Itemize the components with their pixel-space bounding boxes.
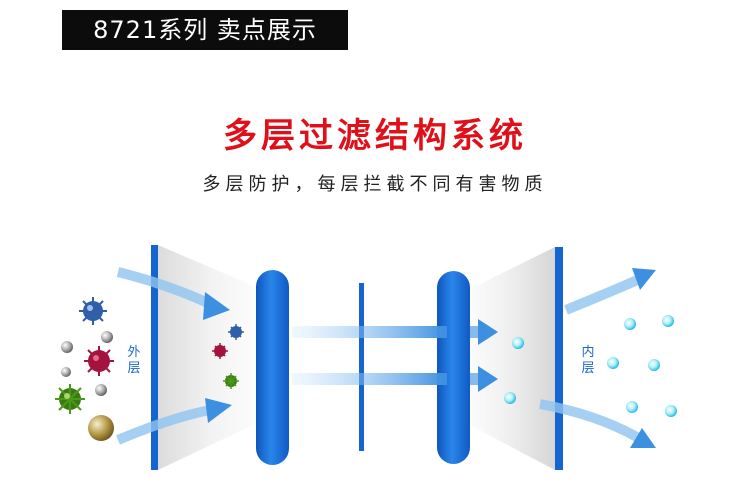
pollutant-particle-icon: [61, 341, 73, 353]
inner-filter-layer: [555, 247, 563, 470]
inner-layer-label-char2: 层: [581, 361, 595, 376]
header-title: 8721系列 卖点展示: [93, 16, 317, 44]
clean-particle-icon: [504, 315, 677, 417]
inner-filter-layer-shade: [460, 247, 555, 470]
virus-icon: [84, 346, 114, 376]
outer-layer-label-char1: 外: [127, 345, 141, 360]
pollutant-particle-icon: [95, 384, 107, 396]
filter-core-right: [437, 271, 470, 464]
airflow-arrow-icon: [292, 319, 498, 392]
airflow-arrow-icon: [116, 267, 232, 445]
virus-icon: [228, 324, 244, 340]
outer-filter-layer: [151, 245, 158, 470]
pollutant-particle-icon: [101, 331, 113, 343]
subtitle: 多层防护，每层拦截不同有害物质: [202, 174, 548, 195]
outer-layer-label: 外 层: [126, 345, 142, 377]
outer-layer-label-char2: 层: [127, 361, 141, 376]
filter-core-left: [256, 270, 289, 465]
pollutant-particle-icon: [61, 367, 71, 377]
pollutant-particle-icon: [88, 415, 114, 441]
main-title: 多层过滤结构系统: [223, 116, 527, 156]
airflow-arrow-icon: [539, 268, 656, 448]
inner-layer-label-char1: 内: [581, 345, 595, 360]
outer-filter-layer-shade: [158, 245, 268, 470]
virus-icon: [223, 373, 239, 389]
virus-icon: [212, 343, 228, 359]
virus-icon: [55, 384, 85, 414]
middle-filter-layer: [359, 283, 364, 451]
inner-layer-label: 内 层: [580, 345, 596, 377]
virus-icon: [79, 297, 107, 325]
header-banner: 8721系列 卖点展示: [62, 10, 348, 50]
